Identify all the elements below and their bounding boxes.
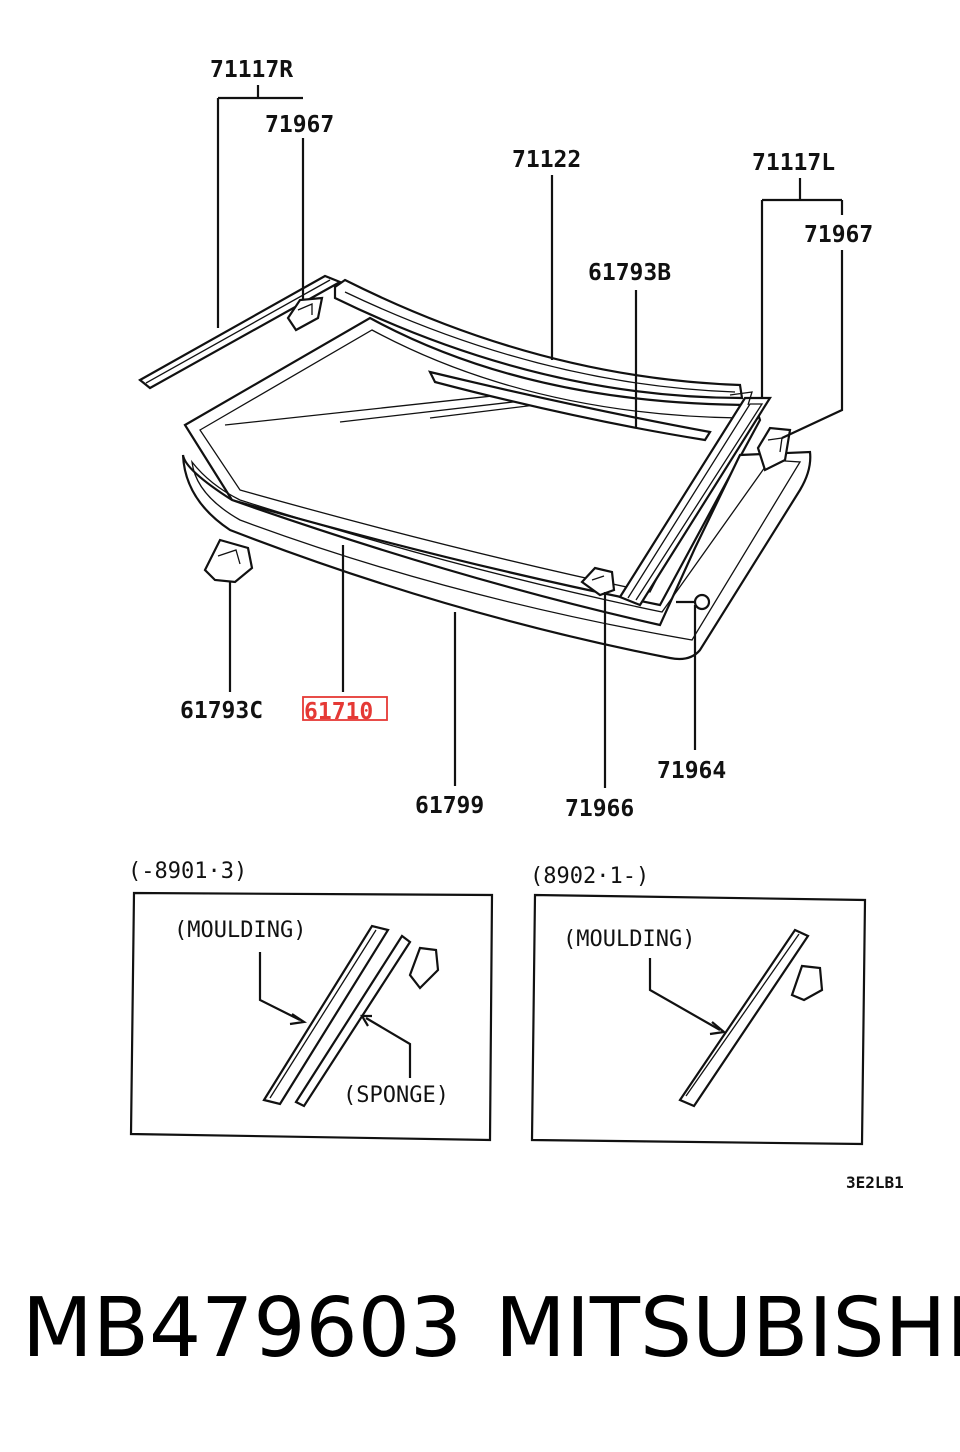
inset-left-clip-icon	[408, 946, 440, 990]
part-number-caption: MB479603	[22, 1281, 463, 1376]
clip-71967-left[interactable]	[286, 296, 324, 332]
clip-61793C[interactable]	[203, 538, 254, 584]
screw-71964[interactable]	[676, 593, 711, 611]
label-61799[interactable]: 61799	[415, 793, 484, 819]
label-71967-left[interactable]: 71967	[265, 112, 334, 138]
label-61710[interactable]: 61710	[304, 699, 373, 725]
label-71117L[interactable]: 71117L	[752, 150, 835, 176]
part-labels: 71117R 71967 71122 71117L 71967 61793B 6…	[180, 57, 873, 822]
side-moulding-71117R[interactable]	[138, 274, 343, 390]
label-71967-right[interactable]: 71967	[804, 222, 873, 248]
label-71117R[interactable]: 71117R	[210, 57, 293, 83]
diagram-code: 3E2LB1	[846, 1173, 904, 1192]
brand-caption: MITSUBISHI	[495, 1281, 960, 1376]
inset-left-moulding-label: (MOULDING)	[174, 918, 306, 943]
inset-left-sponge-label: (SPONGE)	[343, 1083, 449, 1108]
lower-dam-61799[interactable]	[181, 450, 812, 661]
clip-71966[interactable]	[580, 566, 616, 597]
inset-left-sponge	[294, 934, 412, 1108]
label-71964[interactable]: 71964	[657, 758, 726, 784]
inset-right-clip-icon	[790, 964, 824, 1002]
inset-right-moulding	[678, 928, 810, 1108]
label-71122[interactable]: 71122	[512, 147, 581, 173]
highlight-box	[302, 696, 388, 721]
top-moulding-71122[interactable]	[333, 278, 744, 400]
dam-61793B[interactable]	[427, 370, 712, 442]
leader-lines	[216, 85, 844, 788]
label-71966[interactable]: 71966	[565, 796, 634, 822]
windshield-assembly	[138, 274, 812, 661]
inset-left-range: (-8901·3)	[128, 859, 247, 884]
inset-right: (8902·1-) (MOULDING)	[530, 864, 867, 1146]
windshield-glass[interactable]	[183, 316, 762, 607]
label-61793B[interactable]: 61793B	[588, 260, 671, 286]
inset-left: (-8901·3) (MOULDING) (SPONGE)	[128, 859, 494, 1142]
inset-right-moulding-label: (MOULDING)	[563, 927, 695, 952]
label-61793C[interactable]: 61793C	[180, 698, 263, 724]
inset-right-range: (8902·1-)	[530, 864, 649, 889]
